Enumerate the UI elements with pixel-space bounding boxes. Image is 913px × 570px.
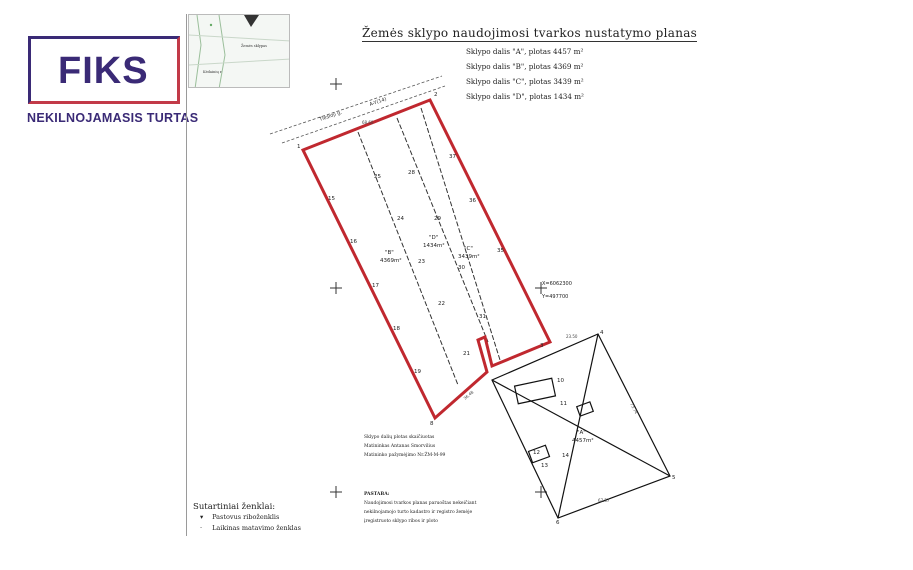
plan-title: Žemės sklypo naudojimosi tvarkos nustaty… <box>362 26 698 42</box>
remark-heading: PASTABA: <box>364 492 390 497</box>
svg-text:1: 1 <box>297 144 301 150</box>
parcel-d-area: 1434m² <box>423 242 445 249</box>
svg-text:12: 12 <box>533 450 540 456</box>
svg-text:73.74: 73.74 <box>629 402 639 415</box>
svg-text:15: 15 <box>328 196 335 202</box>
road-label: Tiesioji g. <box>318 109 344 123</box>
area-b: Sklypo dalis "B", plotas 4369 m² <box>466 62 584 71</box>
location-inset-map: Žemės sklypas Kėdainių r. <box>188 14 290 88</box>
parcel-a-boundary <box>491 333 671 519</box>
svg-text:5: 5 <box>672 475 676 481</box>
svg-text:36: 36 <box>469 198 476 204</box>
area-list: Sklypo dalis "A", plotas 4457 m² Sklypo … <box>466 44 584 104</box>
svg-text:23: 23 <box>418 259 425 265</box>
division-lines <box>357 107 501 386</box>
svg-text:2: 2 <box>434 92 438 98</box>
svg-text:37: 37 <box>449 154 456 160</box>
svg-text:13: 13 <box>541 463 548 469</box>
svg-text:21: 21 <box>463 351 470 357</box>
remark-line: nekilnojamojo turto kadastro ir registro… <box>364 510 473 515</box>
svg-text:25: 25 <box>374 174 381 180</box>
legend-item: ▾ Pastovus riboženklis <box>200 512 301 523</box>
parcel-b-label: "B" <box>385 250 394 256</box>
logo-brand: FIKS <box>58 50 149 92</box>
remark-block: PASTABA: Naudojimosi tvarkos planas paru… <box>364 490 476 526</box>
svg-text:68.60: 68.60 <box>362 120 374 125</box>
surveyor-notes: Sklypo dalių plotas skaičiuotas Matinink… <box>364 433 445 460</box>
area-c: Sklypo dalis "C", plotas 3439 m² <box>466 77 584 86</box>
parcel-d-label: "D" <box>429 235 438 241</box>
legend-item: · Laikinas matavimo ženklas <box>200 523 301 534</box>
svg-text:23.50: 23.50 <box>566 334 578 339</box>
legend-title: Sutartiniai ženklai: <box>193 502 276 512</box>
boundary-marker-icon: ▾ <box>200 513 204 521</box>
note-line: Matininko pažymėjimo Nr.ŽM-M-99 <box>364 453 446 458</box>
coord-y: Y=497700 <box>541 294 568 300</box>
svg-text:30: 30 <box>458 265 465 271</box>
survey-point-icon: · <box>200 524 203 532</box>
svg-text:19: 19 <box>414 369 421 375</box>
distance-labels: 68.60 23.50 67.57 73.74 36.48 <box>362 120 639 503</box>
legend-label: Pastovus riboženklis <box>212 513 280 521</box>
legend-label: Laikinas matavimo ženklas <box>212 524 301 532</box>
svg-text:14: 14 <box>562 453 569 459</box>
coord-x: X=6062300 <box>542 281 572 287</box>
road <box>269 75 446 144</box>
note-line: Sklypo dalių plotas skaičiuotas <box>364 435 435 440</box>
svg-text:3: 3 <box>540 343 544 349</box>
svg-text:Kėdainių r.: Kėdainių r. <box>203 70 222 74</box>
parcel-b-area: 4369m² <box>380 257 402 264</box>
parcel-a-label: "A" <box>577 430 586 436</box>
svg-text:35: 35 <box>497 248 504 254</box>
svg-text:36.48: 36.48 <box>462 389 474 400</box>
area-a: Sklypo dalis "A", plotas 4457 m² <box>466 47 584 56</box>
svg-text:29: 29 <box>434 216 441 222</box>
remark-line: Naudojimosi tvarkos planas paruoštas nek… <box>364 501 477 506</box>
parcel-a-area: 4457m² <box>572 437 594 444</box>
logo-subtitle: NEKILNOJAMASIS TURTAS <box>27 111 199 125</box>
svg-text:16: 16 <box>350 239 357 245</box>
svg-text:Žemės sklypas: Žemės sklypas <box>241 43 267 48</box>
document-edge <box>186 14 187 536</box>
svg-text:28: 28 <box>408 170 415 176</box>
fiks-logo: FIKS <box>28 36 184 108</box>
note-line: Matininkas Antanas Smorvilius <box>364 444 436 449</box>
svg-text:11: 11 <box>560 401 567 407</box>
svg-text:10: 10 <box>557 378 564 384</box>
parcel-c-label: "C" <box>464 246 473 252</box>
svg-text:17: 17 <box>372 283 379 289</box>
parcel-c-area: 3439m² <box>458 253 480 260</box>
svg-text:31: 31 <box>479 314 486 320</box>
svg-text:8: 8 <box>430 421 434 427</box>
svg-text:18: 18 <box>393 326 400 332</box>
remark-line: įregistruoto sklypo ribos ir ploto <box>364 519 438 524</box>
inset-map-drawing: Žemės sklypas Kėdainių r. <box>189 15 289 87</box>
svg-text:22: 22 <box>438 301 445 307</box>
logo-frame <box>28 36 180 104</box>
svg-text:6: 6 <box>556 520 560 526</box>
area-d: Sklypo dalis "D", plotas 1434 m² <box>466 92 584 101</box>
svg-text:24: 24 <box>397 216 404 222</box>
svg-text:67.57: 67.57 <box>598 498 610 503</box>
svg-text:4: 4 <box>600 330 604 336</box>
legend: ▾ Pastovus riboženklis · Laikinas matavi… <box>200 512 301 534</box>
parcel-boundary <box>300 98 553 421</box>
road-code: A-Y(14) <box>369 96 388 107</box>
